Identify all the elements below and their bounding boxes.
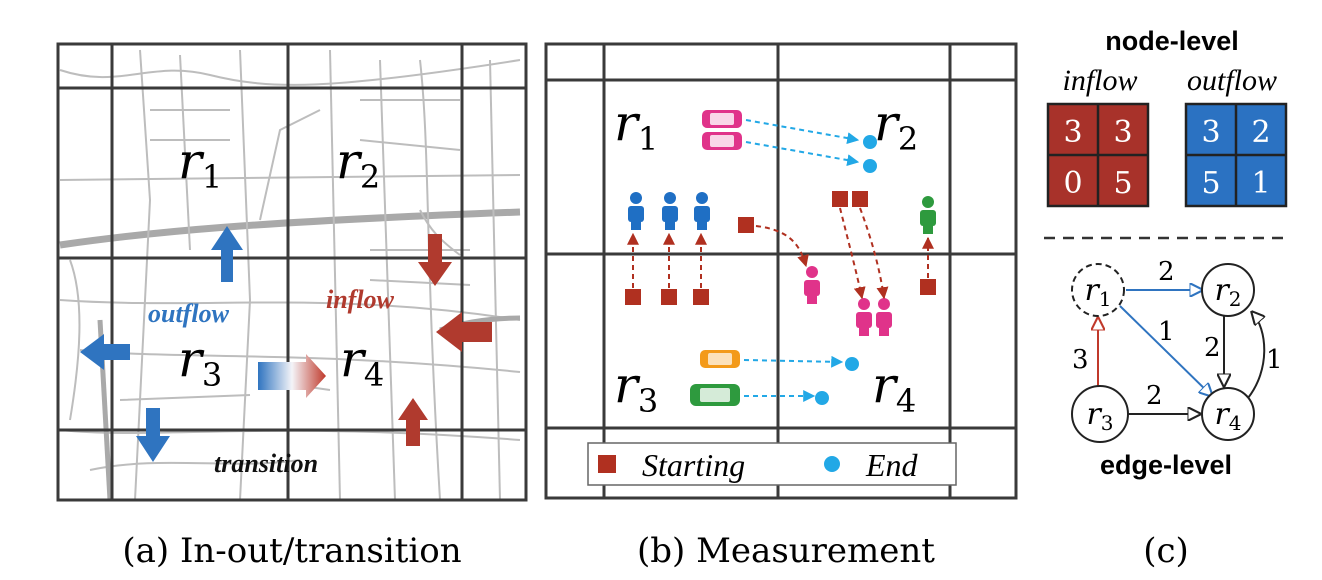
node-r2-label: r2 <box>1214 273 1241 311</box>
node-r3 <box>1071 385 1129 443</box>
inflow-cell: 5 <box>1113 166 1132 201</box>
edge-weights: 2 1 3 2 2 1 <box>1072 257 1283 411</box>
weight-r3-r1: 3 <box>1072 345 1089 375</box>
weight-r1-r4: 1 <box>1158 317 1175 347</box>
graph-edges <box>1098 290 1264 414</box>
person-icons-pink <box>804 266 892 336</box>
outflow-down-arrow <box>136 408 170 462</box>
region-r1-label: r1 <box>178 132 222 196</box>
edge-level-title: edge-level <box>1100 450 1232 480</box>
region-r4-label: r4 <box>340 330 384 394</box>
person-icon <box>876 298 892 336</box>
weight-r2-r4: 2 <box>1204 333 1221 363</box>
edge-r1-r4 <box>1119 305 1212 396</box>
outflow-arrows <box>80 226 243 462</box>
transition-arrow <box>258 354 326 398</box>
caption-c: (c) <box>1143 531 1189 571</box>
weight-r3-r4: 2 <box>1146 381 1163 411</box>
outflow-grid-label: outflow <box>1187 64 1277 97</box>
person-icon <box>628 192 644 230</box>
inflow-up-arrow <box>398 398 428 446</box>
legend-end-label: End <box>865 447 919 483</box>
region-r3-label: r3 <box>178 330 222 394</box>
end-points <box>815 135 877 405</box>
node-r4-label: r4 <box>1214 397 1241 435</box>
legend-starting-marker <box>598 455 616 473</box>
outflow-left-arrow <box>80 334 130 370</box>
legend-end-marker <box>824 456 840 472</box>
panel-c: node-level inflow outflow 3 3 0 5 3 2 5 … <box>1044 26 1290 571</box>
region-r2-label: r2 <box>336 132 380 196</box>
person-icon <box>662 192 678 230</box>
car-icon-green <box>690 384 740 406</box>
person-icons-blue <box>628 192 710 230</box>
person-icon <box>856 298 872 336</box>
graph-nodes: r1 r2 r3 r4 <box>1071 263 1255 443</box>
inflow-down-arrow <box>418 234 452 286</box>
car-icon-pink-1 <box>702 110 742 128</box>
node-r1 <box>1071 263 1125 317</box>
weight-r1-r2: 2 <box>1158 257 1175 287</box>
grid-b <box>544 42 1018 500</box>
grid-a <box>56 42 528 502</box>
node-r1-label: r1 <box>1084 273 1111 311</box>
region-r4-label-b: r4 <box>872 356 916 420</box>
person-icon <box>694 192 710 230</box>
inflow-grid-label: inflow <box>1062 64 1137 97</box>
inflow-cell: 3 <box>1063 115 1082 150</box>
legend: Starting End <box>587 442 957 486</box>
person-trajectories <box>627 207 934 300</box>
inflow-cell: 0 <box>1063 166 1082 201</box>
outflow-cell: 1 <box>1251 166 1270 201</box>
caption-b: (b) Measurement <box>637 531 935 571</box>
region-r1-label-b: r1 <box>614 94 658 158</box>
street-map <box>59 49 521 501</box>
node-r4 <box>1201 387 1255 441</box>
inflow-left-arrow <box>436 312 492 352</box>
panel-b: r1 r2 r3 r4 <box>544 42 1018 571</box>
node-r3-label: r3 <box>1086 397 1113 435</box>
edge-r4-r2 <box>1247 312 1264 399</box>
car-trajectories <box>743 119 860 402</box>
outflow-cell: 5 <box>1201 166 1220 201</box>
node-level-title: node-level <box>1105 26 1239 56</box>
person-icon <box>804 266 820 304</box>
person-icon-green <box>920 196 936 234</box>
node-r2 <box>1201 263 1255 317</box>
car-icon-pink-2 <box>702 132 742 150</box>
inflow-label: inflow <box>326 285 395 314</box>
outflow-cell: 2 <box>1251 115 1270 150</box>
transition-label: transition <box>214 449 318 478</box>
outflow-grid: 3 2 5 1 <box>1184 102 1288 208</box>
inflow-arrows <box>398 234 492 446</box>
inflow-grid: 3 3 0 5 <box>1046 102 1150 208</box>
outflow-cell: 3 <box>1201 115 1220 150</box>
panel-a: r1 r2 r3 r4 outflow inflow transition (a… <box>56 42 528 571</box>
caption-a: (a) In-out/transition <box>122 531 461 571</box>
region-r2-label-b: r2 <box>874 94 918 158</box>
weight-r4-r2: 1 <box>1266 345 1283 375</box>
car-icon-orange <box>700 350 740 368</box>
outflow-label: outflow <box>148 299 230 328</box>
region-r3-label-b: r3 <box>614 356 658 420</box>
inflow-cell: 3 <box>1113 115 1132 150</box>
outflow-up-arrow <box>211 226 243 282</box>
legend-starting-label: Starting <box>642 447 745 483</box>
start-points <box>625 191 936 305</box>
